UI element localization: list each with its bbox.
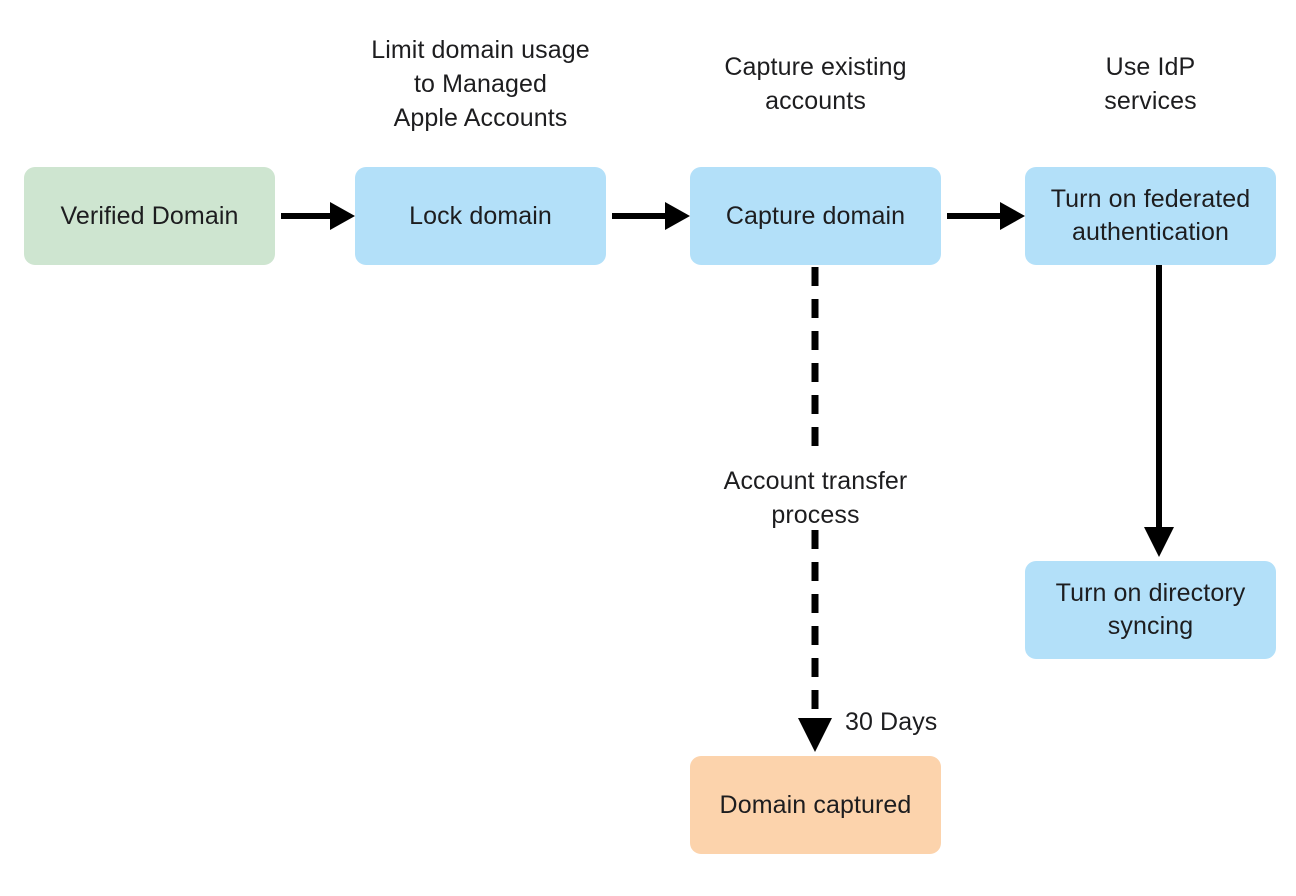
label-account-transfer-process: Account transfer process [723, 467, 908, 529]
caption-lock-domain: Limit domain usage to Managed Apple Acco… [371, 36, 590, 132]
arrow-capture-to-federated [947, 202, 1025, 230]
arrow-verified-to-lock [281, 202, 355, 230]
node-directory-syncing[interactable]: Turn on directory syncing [1025, 561, 1276, 659]
node-capture-domain[interactable]: Capture domain [690, 167, 941, 265]
node-lock-domain[interactable]: Lock domain [355, 167, 606, 265]
arrow-lock-to-capture [612, 202, 690, 230]
node-domain-captured[interactable]: Domain captured [690, 756, 941, 854]
node-federated-authentication[interactable]: Turn on federated authentication [1025, 167, 1276, 265]
label-30-days: 30 Days [845, 708, 938, 736]
arrow-federated-to-directory [1144, 265, 1174, 557]
caption-federated-auth: Use IdP services [1104, 53, 1197, 115]
caption-capture-domain: Capture existing accounts [724, 53, 907, 115]
node-verified-domain[interactable]: Verified Domain [24, 167, 275, 265]
